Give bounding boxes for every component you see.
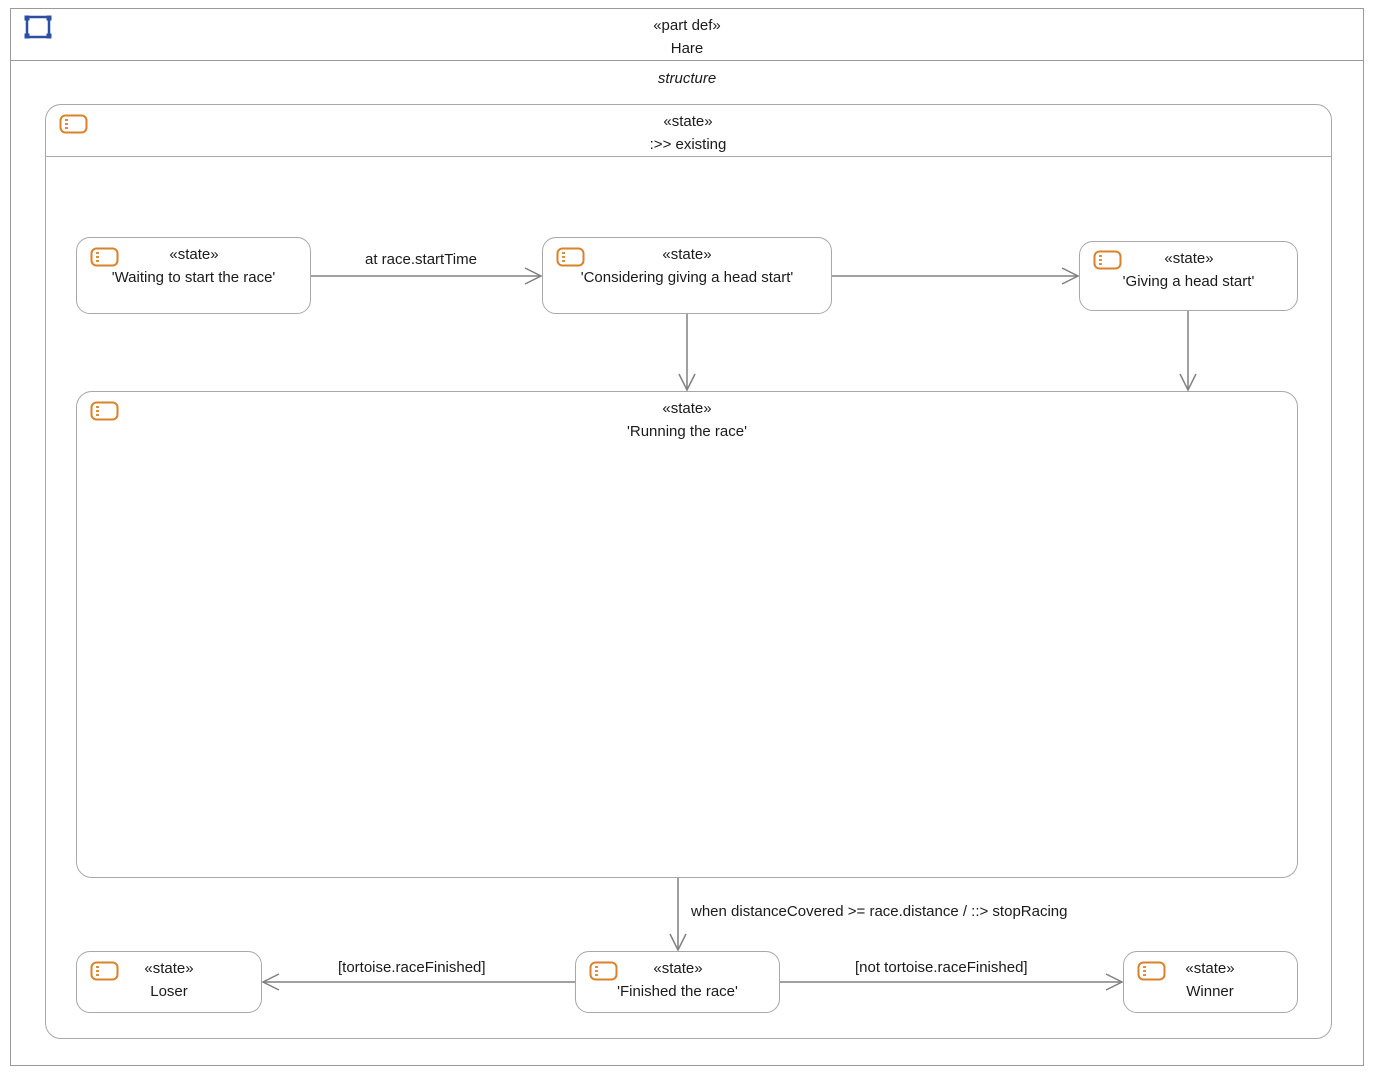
part-header-divider [10,60,1364,61]
compartment-label: structure [657,70,717,87]
state-loser-stereotype: «state» [144,960,194,977]
state-considering[interactable] [542,237,832,314]
transition-label-not-tortoise-finished: [not tortoise.raceFinished] [855,959,1028,976]
state-finished-stereotype: «state» [653,960,703,977]
state-icon [1137,961,1166,981]
part-name: Hare [670,40,704,57]
part-def-frame[interactable] [10,8,1364,1066]
state-winner-name: Winner [1186,983,1234,1000]
state-considering-stereotype: «state» [662,246,712,263]
state-existing-name: :>> existing [649,136,727,153]
state-loser-name: Loser [150,983,188,1000]
state-running-name: 'Running the race' [627,423,747,440]
part-stereotype: «part def» [653,17,721,34]
part-def-icon [24,15,52,39]
state-existing[interactable] [45,104,1332,1039]
state-winner-stereotype: «state» [1185,960,1235,977]
transition-label-start-time: at race.startTime [365,251,477,268]
state-icon [90,401,119,421]
state-running-stereotype: «state» [662,400,712,417]
state-existing-divider [45,156,1332,157]
state-existing-stereotype: «state» [663,113,713,130]
transition-label-distance-covered: when distanceCovered >= race.distance / … [691,903,1068,920]
state-icon [59,114,88,134]
state-waiting-name: 'Waiting to start the race' [111,269,276,286]
state-icon [589,961,618,981]
state-finished[interactable] [575,951,780,1013]
state-running[interactable] [76,391,1298,878]
state-giving-stereotype: «state» [1164,250,1214,267]
state-waiting-stereotype: «state» [169,246,219,263]
transition-label-tortoise-finished: [tortoise.raceFinished] [338,959,486,976]
state-considering-name: 'Considering giving a head start' [580,269,794,286]
state-giving-name: 'Giving a head start' [1122,273,1255,290]
state-finished-name: 'Finished the race' [617,983,738,1000]
state-icon [90,961,119,981]
state-icon [90,247,119,267]
state-winner[interactable] [1123,951,1298,1013]
state-icon [1093,250,1122,270]
state-loser[interactable] [76,951,262,1013]
state-icon [556,247,585,267]
